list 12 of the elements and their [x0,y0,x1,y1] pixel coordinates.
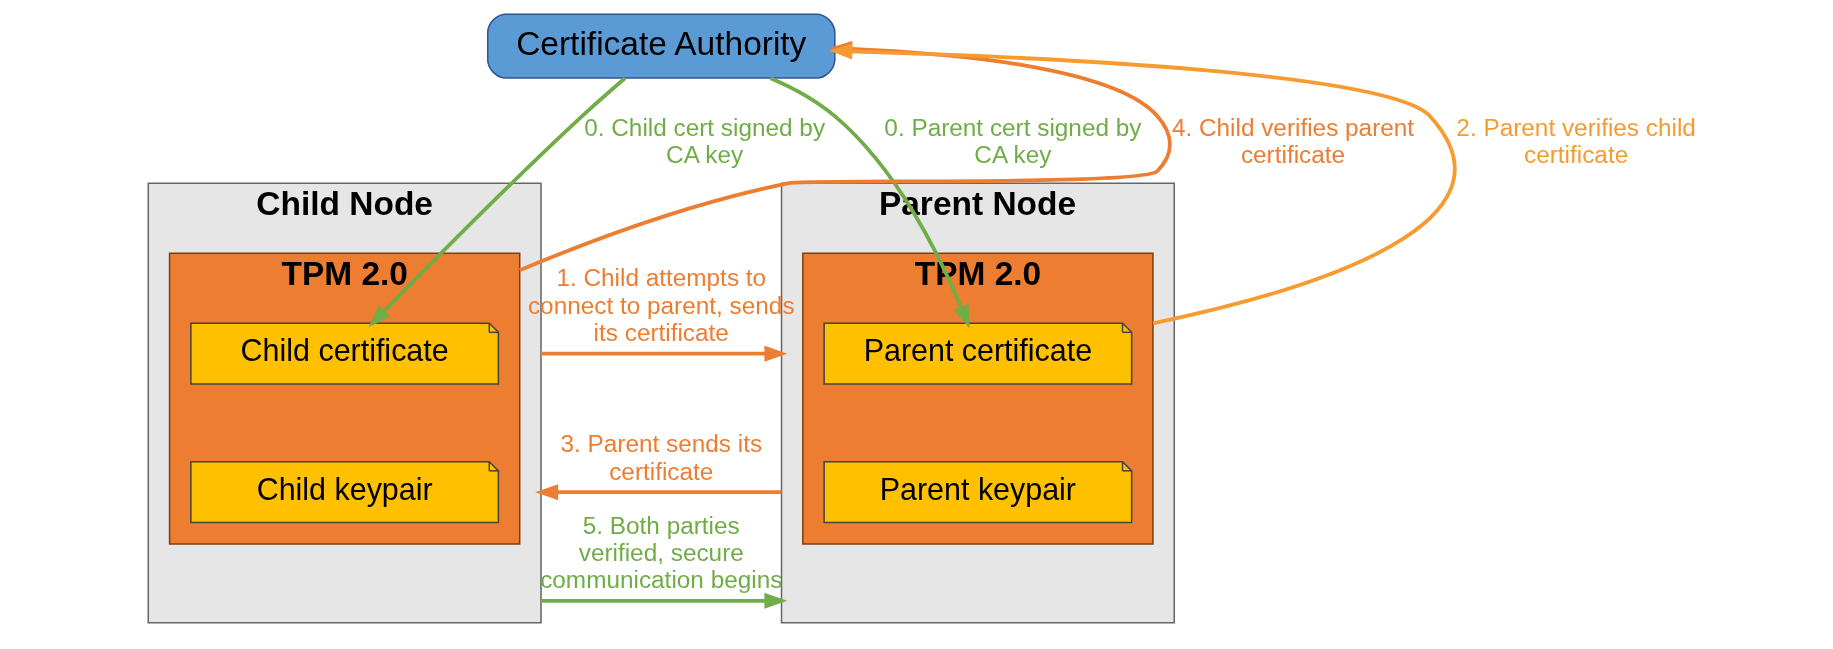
edge-label: 0. Parent cert signed by CA key [883,113,1141,169]
edge-label: 0. Child cert signed by CA key [583,113,825,169]
arrow [769,76,970,329]
edge-label: 4. Child verifies parent certificate [1171,113,1414,169]
node-box: Certificate Authority [486,13,836,79]
edge-label: 3. Parent sends its certificate [559,430,762,485]
arrow [828,43,1457,326]
edge-label: 2. Parent verifies child certificate [1455,113,1696,169]
arrow [534,484,781,501]
arrow [368,76,626,328]
arrow [540,592,787,609]
arrow [540,345,787,362]
